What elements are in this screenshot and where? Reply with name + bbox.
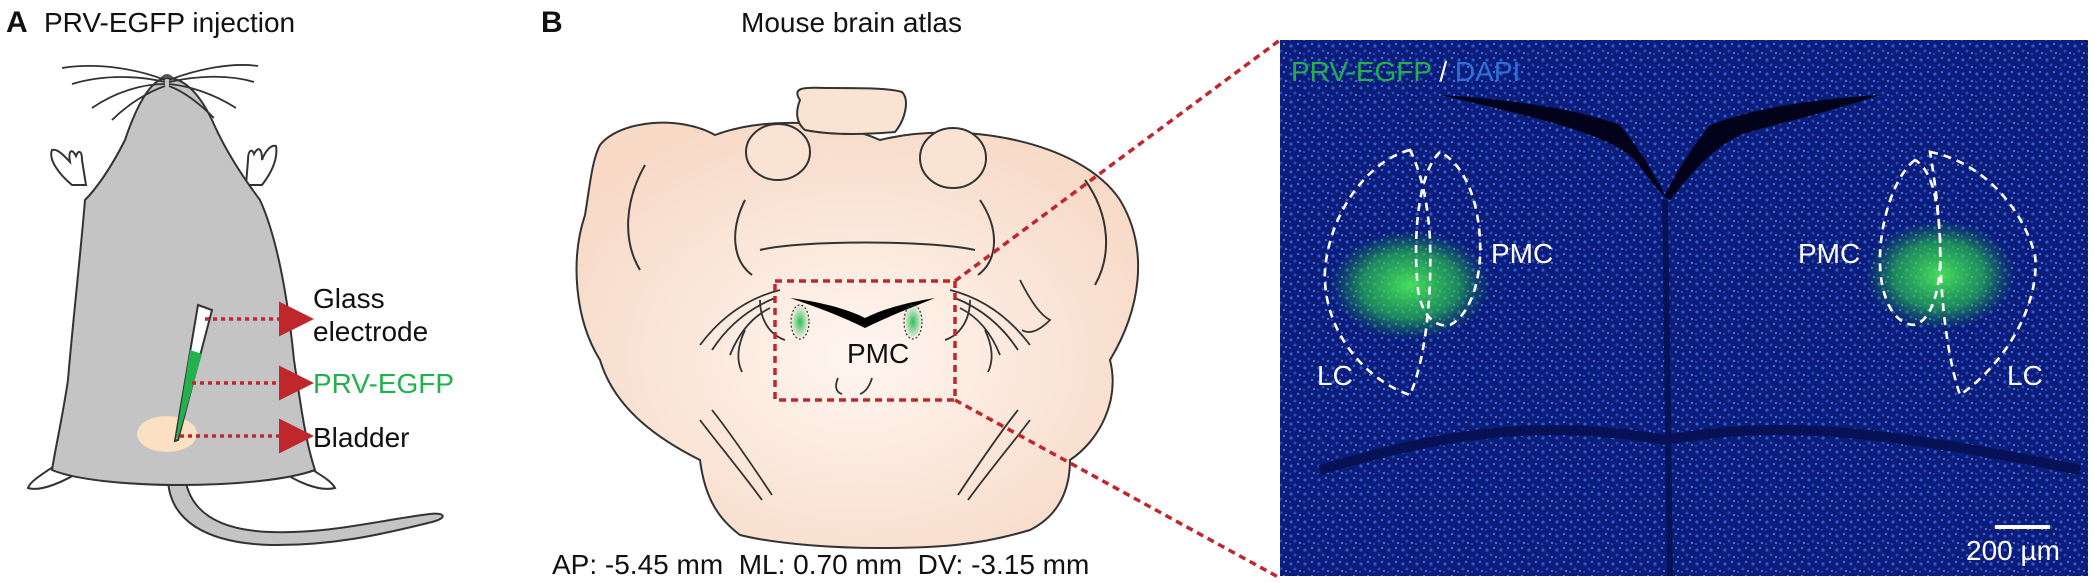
brain-inner-structures-left: [699, 289, 786, 501]
label-glass: Glass: [313, 283, 385, 314]
egfp-cluster-right: [1865, 220, 2015, 330]
panel-a-letter: A: [6, 6, 28, 39]
micrograph-right-lc: LC: [2007, 360, 2043, 391]
zoom-line-bottom: [954, 398, 1281, 580]
legend-prv-egfp: PRV-EGFP: [1291, 56, 1432, 87]
mouse-front-paw-right: [244, 144, 278, 186]
brain-outline: [575, 121, 1140, 550]
micrograph-midline: [1662, 199, 1673, 577]
micrograph-ventricle: [1440, 95, 1880, 200]
small-shape-2: [859, 377, 873, 395]
outline-right-lc: [1928, 150, 2037, 398]
small-shape-1: [835, 377, 843, 395]
panel-a-title: PRV-EGFP injection: [44, 7, 296, 38]
micrograph-left-pmc: PMC: [1491, 238, 1554, 269]
panel-b-letter: B: [541, 6, 563, 39]
atlas-pmc-label: PMC: [847, 338, 910, 369]
fold-left-2: [734, 199, 753, 276]
brain-lobe-left: [745, 123, 811, 181]
brain-inner-arc: [759, 241, 976, 251]
brain-lobe-right: [919, 127, 987, 189]
mouse-illustration: [26, 64, 444, 547]
atlas-zoom-box: [773, 279, 957, 402]
electrode-egfp-fill: [176, 350, 202, 438]
brain-top-lobe: [796, 86, 907, 136]
legend-dapi: DAPI: [1454, 56, 1521, 87]
atlas-pmc-left: [790, 304, 810, 340]
fold-left-1: [627, 164, 646, 271]
brain-atlas: [575, 38, 1282, 580]
label-prv-egfp: PRV-EGFP: [313, 368, 455, 399]
panel-b-title: Mouse brain atlas: [741, 7, 963, 38]
outline-left-pmc: [1414, 150, 1482, 327]
micrograph-left-lc: LC: [1317, 360, 1353, 391]
mouse-whiskers: [61, 64, 259, 121]
fold-right-2: [977, 199, 995, 276]
mouse-front-paw-left: [50, 148, 88, 186]
atlas-pmc-right: [903, 304, 923, 340]
micrograph-right-pmc: PMC: [1798, 238, 1861, 269]
mouse-tail: [166, 476, 444, 547]
legend-separator: /: [1431, 56, 1455, 87]
micrograph: [1280, 40, 2088, 577]
scale-bar-label: 200 µm: [1966, 535, 2060, 566]
zoom-line-top: [953, 38, 1282, 283]
micrograph-ventral-band: [1318, 425, 2081, 475]
mouse-nose: [160, 74, 174, 78]
atlas-coordinates: AP: -5.45 mm ML: 0.70 mm DV: -3.15 mm: [552, 549, 1090, 580]
egfp-cluster-left: [1330, 230, 1490, 340]
fourth-ventricle: [790, 298, 935, 328]
brain-inner-structures-right: [944, 279, 1052, 501]
bladder: [137, 416, 197, 452]
micrograph-legend: PRV-EGFP / DAPI: [1291, 58, 1520, 86]
label-electrode: electrode: [313, 316, 429, 347]
label-bladder: Bladder: [313, 422, 410, 453]
fold-right-1: [1084, 179, 1108, 286]
